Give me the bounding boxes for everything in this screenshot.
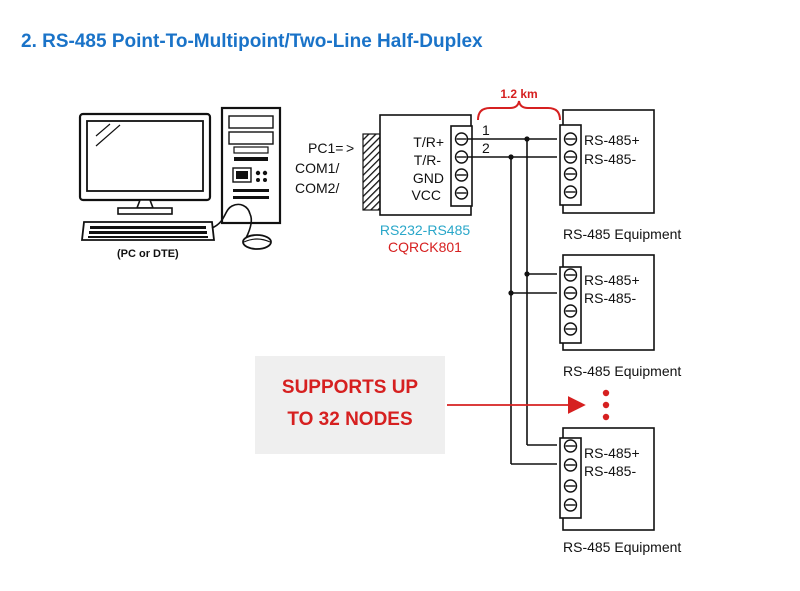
diagram-title: 2. RS-485 Point-To-Multipoint/Two-Line H… [21,31,483,52]
bus-wires [467,136,557,465]
equipment-label: RS-485 Equipment [563,363,681,379]
pc-port-label-1: PC1= [308,140,343,156]
equipment-label: RS-485 Equipment [563,226,681,242]
wire-number: 2 [482,140,490,156]
callout-box [255,356,445,454]
wire-number: 1 [482,122,490,138]
equipment-terminal-label: RS-485+ [584,132,640,148]
cable-distance-label: 1.2 km [500,87,537,101]
converter-terminal-label: VCC [411,187,441,203]
equipment-terminal-label: RS-485- [584,290,636,306]
converter-terminal-label: T/R- [414,152,442,168]
db9-connector [362,133,381,211]
pc-port-arrow: > [346,140,354,156]
rs485-equipment-3 [559,427,655,531]
distance-brace [477,100,561,121]
converter-terminal-label: GND [413,170,444,186]
rs485-equipment-1 [559,109,655,214]
equipment-terminal-label: RS-485- [584,151,636,167]
pc-port-label-3: COM2/ [295,180,339,196]
pc-port-label-2: COM1/ [295,160,339,176]
more-nodes-ellipsis [602,389,610,421]
equipment-terminal-label: RS-485- [584,463,636,479]
converter-model: CQRCK801 [388,239,462,255]
equipment-terminal-label: RS-485+ [584,272,640,288]
pc-computer-icon [78,106,282,250]
equipment-terminal-label: RS-485+ [584,445,640,461]
rs485-equipment-2 [559,254,655,351]
callout-line: TO 32 NODES [287,409,412,430]
converter-name: RS232-RS485 [380,222,470,238]
pc-caption: (PC or DTE) [117,248,179,260]
converter-terminal-block [450,125,473,207]
callout-line: SUPPORTS UP [282,377,419,398]
equipment-label: RS-485 Equipment [563,539,681,555]
converter-terminal-label: T/R+ [413,134,444,150]
